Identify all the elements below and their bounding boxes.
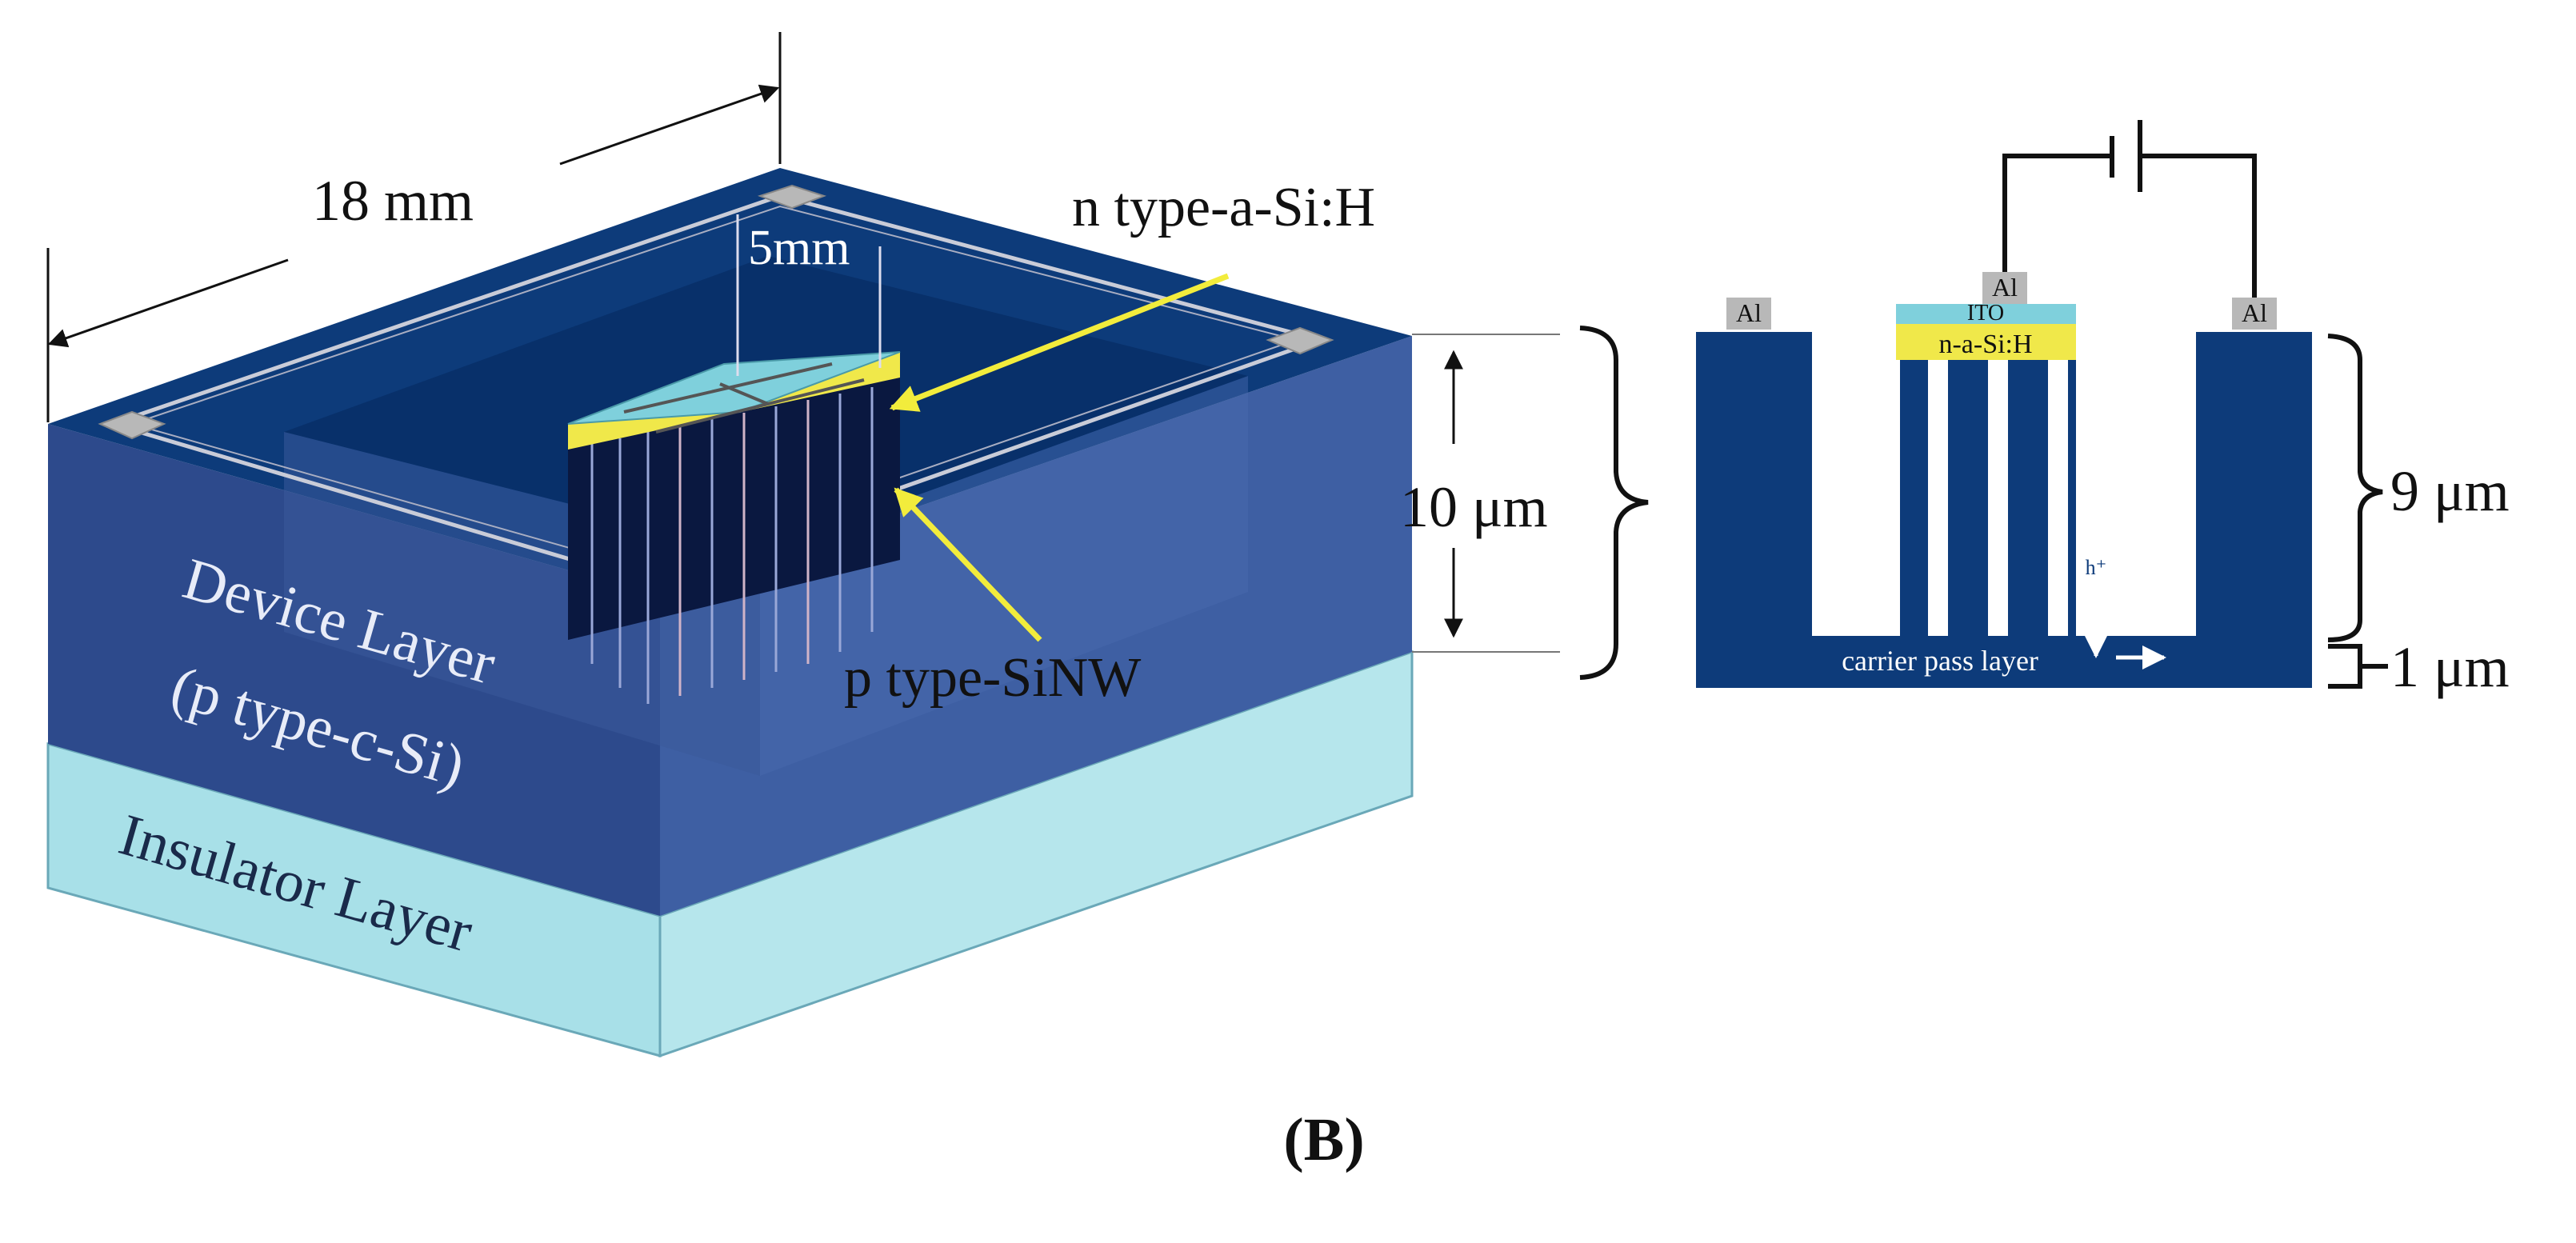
width-dim-arrow-left bbox=[47, 258, 289, 348]
nanowire-pillar bbox=[2008, 360, 2048, 636]
al-label-right: Al bbox=[2242, 298, 2267, 327]
trench-gap bbox=[1988, 360, 2008, 636]
n-layer-label: n type-a-Si:H bbox=[1072, 177, 1375, 238]
brace-9um bbox=[2327, 334, 2383, 642]
n-layer-pointer bbox=[889, 273, 1230, 412]
circuit-wire-left bbox=[2002, 154, 2112, 272]
al-contact-right bbox=[2232, 298, 2277, 330]
height-dim-label: 10 μm bbox=[1400, 475, 1548, 539]
trench-gap bbox=[1812, 332, 1900, 636]
al-label-center: Al bbox=[1992, 273, 2018, 302]
device-layer-right-face bbox=[660, 336, 1412, 916]
al-label-left: Al bbox=[1736, 298, 1762, 327]
circuit-wire-right bbox=[2140, 154, 2257, 298]
trench-gap bbox=[2072, 332, 2196, 636]
al-contact-center bbox=[1982, 272, 2027, 304]
carrier-layer-label: carrier pass layer bbox=[1842, 645, 2038, 677]
p-layer-label: p type-SiNW bbox=[844, 647, 1141, 709]
trench-gap bbox=[1928, 360, 1948, 636]
ito-label: ITO bbox=[1967, 301, 2004, 326]
hole-carrier bbox=[2080, 550, 2112, 582]
corner-pad bbox=[757, 184, 827, 210]
figure-caption: (B) bbox=[1283, 1106, 1364, 1173]
device-layer-left-face bbox=[48, 424, 660, 916]
al-contact-left bbox=[1726, 298, 1771, 330]
recess-side-left bbox=[284, 432, 760, 776]
nanowire-pillar bbox=[1948, 360, 1988, 636]
dim-9-label: 9 μm bbox=[2390, 459, 2510, 523]
brace-1um bbox=[2328, 644, 2388, 689]
n-a-si-layer bbox=[1896, 324, 2076, 360]
ito-layer bbox=[1896, 304, 2076, 324]
n-a-si-label: n-a-Si:H bbox=[1938, 330, 2032, 359]
p-layer-pointer bbox=[894, 487, 1042, 642]
recess-side-right bbox=[760, 376, 1248, 776]
nanowire-pillar bbox=[2068, 360, 2076, 636]
width-dim-label: 18 mm bbox=[312, 169, 474, 233]
trench-gap bbox=[2048, 360, 2068, 636]
corner-pad bbox=[98, 410, 166, 440]
brace-10um bbox=[1579, 326, 1649, 680]
width-dim-arrow-right bbox=[559, 84, 780, 166]
device-3d bbox=[46, 168, 1414, 1058]
nanowire-pillar bbox=[1900, 360, 1928, 636]
dim-1-label: 1 μm bbox=[2390, 635, 2510, 699]
corner-pad bbox=[1266, 326, 1334, 355]
cross-section: n-a-Si:H ITO Al Al Al h⁺ carrier pass la… bbox=[1696, 120, 2312, 688]
inner-dim-label: 5mm bbox=[748, 221, 850, 275]
hole-label: h⁺ bbox=[2086, 556, 2107, 579]
